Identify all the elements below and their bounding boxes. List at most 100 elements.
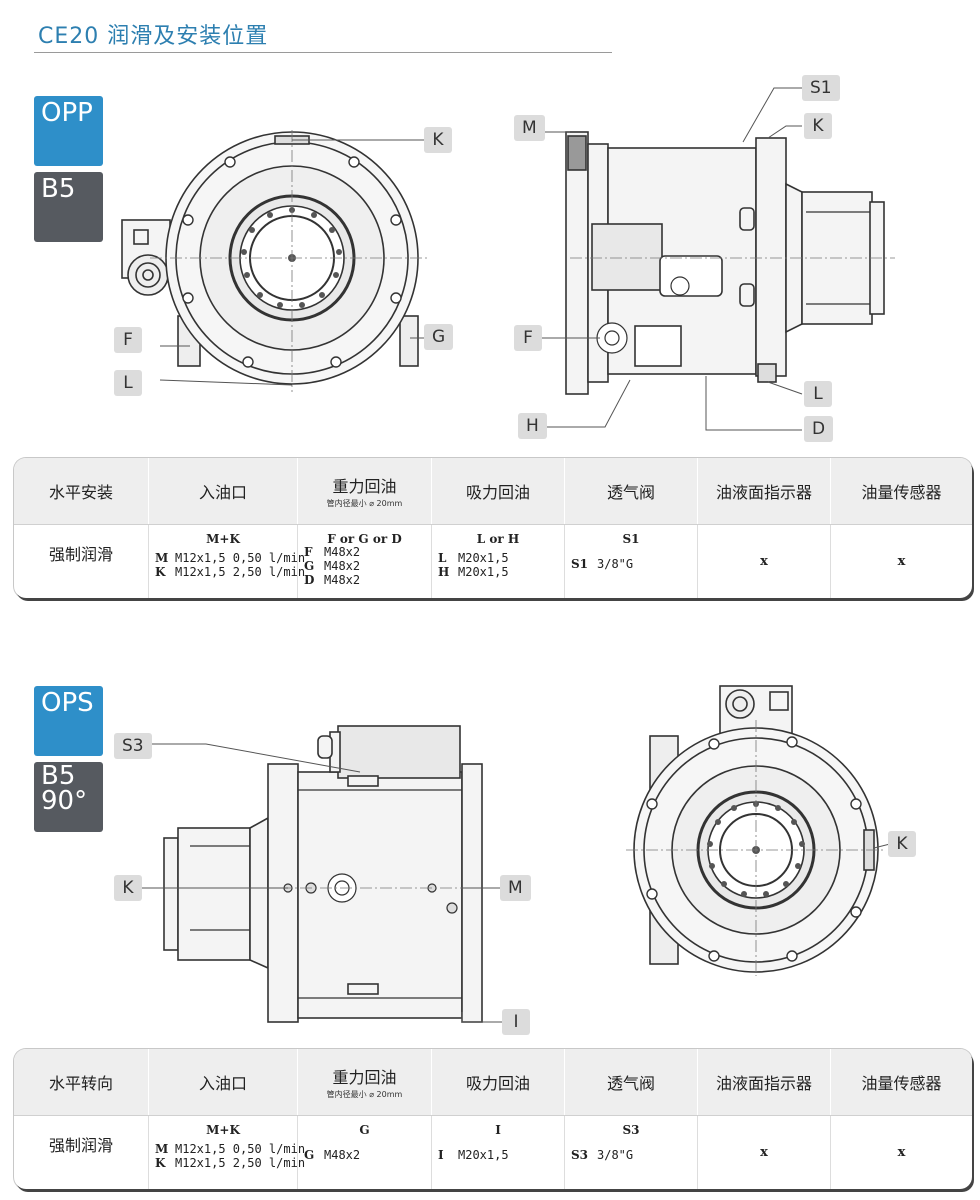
cell-gravity-return-title: G bbox=[359, 1123, 370, 1137]
spec-value: M20x1,5 bbox=[458, 565, 509, 579]
callout-d-side: D bbox=[804, 416, 834, 442]
header-suction-return: 吸力回油 bbox=[432, 1049, 565, 1115]
callout-k-side-label: K bbox=[812, 116, 824, 136]
header-vent-valve: 透气阀 bbox=[565, 1049, 698, 1115]
callout-g-front: G bbox=[424, 324, 454, 350]
badge-b5-label: B5 bbox=[41, 174, 76, 204]
header-oil-sensor: 油量传感器 bbox=[861, 1074, 942, 1093]
callout-m-side: M bbox=[514, 115, 545, 141]
callout-f-side-label: F bbox=[523, 328, 533, 348]
header-gravity-return-label: 重力回油 bbox=[332, 1068, 397, 1087]
spec-key: M bbox=[155, 1142, 169, 1156]
header-gravity-return: 重力回油 管内径最小 ⌀ 20mm bbox=[298, 458, 432, 524]
spec-value: M12x1,5 0,50 l/min bbox=[175, 551, 306, 565]
header-level-indicator: 油液面指示器 bbox=[698, 1049, 831, 1115]
cell-vent-valve: S3 S3 3/8"G bbox=[565, 1116, 698, 1189]
spec-value: 3/8"G bbox=[597, 1148, 634, 1162]
spec-line: I M20x1,5 bbox=[432, 1148, 564, 1162]
row-label-forced-lube: 强制润滑 bbox=[14, 525, 149, 598]
spec-key: S3 bbox=[571, 1148, 589, 1162]
table-header-row: 水平转向 入油口 重力回油 管内径最小 ⌀ 20mm 吸力回油 透气阀 油液面指… bbox=[14, 1049, 972, 1115]
callout-k-front2-label: K bbox=[896, 834, 908, 854]
spec-line: H M20x1,5 bbox=[432, 565, 564, 579]
callout-l-side: L bbox=[804, 381, 832, 407]
drawing-side-view-ops bbox=[138, 725, 510, 1023]
cell-suction-return-title: I bbox=[495, 1123, 501, 1137]
header-gravity-return-label: 重力回油 bbox=[332, 477, 397, 496]
callout-m-side-label: M bbox=[522, 118, 537, 138]
callout-k-front: K bbox=[424, 127, 452, 153]
spec-line: M M12x1,5 0,50 l/min bbox=[149, 1142, 305, 1156]
cell-vent-valve-title: S3 bbox=[622, 1123, 640, 1137]
spec-key: G bbox=[304, 1148, 315, 1162]
spec-key: K bbox=[155, 565, 166, 579]
check-mark: x bbox=[760, 554, 768, 569]
title-divider bbox=[34, 52, 612, 53]
header-oil-inlet: 入油口 bbox=[149, 458, 298, 524]
header-gravity-return-note: 管内径最小 ⌀ 20mm bbox=[326, 1090, 403, 1099]
cell-oil-sensor: x bbox=[831, 1116, 972, 1189]
callout-s1-side-label: S1 bbox=[810, 78, 832, 98]
spec-key: I bbox=[438, 1148, 444, 1162]
check-mark: x bbox=[897, 554, 906, 569]
callout-f-side: F bbox=[514, 325, 542, 351]
cell-vent-valve-title: S1 bbox=[622, 532, 640, 546]
header-suction-return: 吸力回油 bbox=[432, 458, 565, 524]
badge-opp: OPP bbox=[34, 96, 103, 166]
cell-suction-return: I I M20x1,5 bbox=[432, 1116, 565, 1189]
callout-k-side2-label: K bbox=[122, 878, 134, 898]
spec-value: M48x2 bbox=[324, 573, 361, 587]
table-header-row: 水平安装 入油口 重力回油 管内径最小 ⌀ 20mm 吸力回油 透气阀 油液面指… bbox=[14, 458, 972, 524]
header-level-indicator: 油液面指示器 bbox=[698, 458, 831, 524]
spec-value: 3/8"G bbox=[597, 557, 634, 571]
callout-k-front-label: K bbox=[432, 130, 444, 150]
callout-k-side: K bbox=[804, 113, 832, 139]
row-label-forced-lube: 强制润滑 bbox=[14, 1116, 149, 1189]
callout-s3-side-label: S3 bbox=[122, 736, 144, 756]
header-mounting: 水平转向 bbox=[14, 1049, 149, 1115]
spec-line: G M48x2 bbox=[298, 559, 431, 573]
badge-b5-90: B5 90° bbox=[34, 762, 103, 832]
cell-oil-inlet-title: M+K bbox=[206, 532, 240, 546]
callout-l-front: L bbox=[114, 370, 142, 396]
header-vent-valve: 透气阀 bbox=[565, 458, 698, 524]
badge-opp-label: OPP bbox=[41, 98, 93, 128]
spec-table-horizontal-turn: 水平转向 入油口 重力回油 管内径最小 ⌀ 20mm 吸力回油 透气阀 油液面指… bbox=[14, 1049, 972, 1189]
badge-b5: B5 bbox=[34, 172, 103, 242]
callout-s1-side: S1 bbox=[802, 75, 840, 101]
spec-table-horizontal-install: 水平安装 入油口 重力回油 管内径最小 ⌀ 20mm 吸力回油 透气阀 油液面指… bbox=[14, 458, 972, 598]
spec-value: M20x1,5 bbox=[458, 1148, 509, 1162]
spec-value: M48x2 bbox=[324, 559, 361, 573]
callout-l-side-label: L bbox=[813, 384, 823, 404]
badge-b5-90-line2: 90° bbox=[41, 785, 88, 816]
spec-key: H bbox=[438, 565, 450, 579]
callout-g-front-label: G bbox=[432, 327, 446, 347]
spec-key: F bbox=[304, 545, 313, 559]
spec-key: G bbox=[304, 559, 315, 573]
drawing-side-view-opp bbox=[540, 87, 895, 431]
drawing-front-view-opp bbox=[121, 130, 430, 392]
callout-k-front2: K bbox=[888, 831, 916, 857]
header-gravity-return: 重力回油 管内径最小 ⌀ 20mm bbox=[298, 1049, 432, 1115]
check-mark: x bbox=[897, 1145, 906, 1160]
spec-key: K bbox=[155, 1156, 166, 1170]
cell-suction-return-title: L or H bbox=[476, 532, 520, 546]
spec-value: M20x1,5 bbox=[458, 551, 509, 565]
header-oil-sensor: 油量传感器 bbox=[861, 483, 942, 502]
spec-value: M12x1,5 2,50 l/min bbox=[175, 565, 306, 579]
badge-b5-90-line1: B5 bbox=[41, 761, 76, 791]
spec-value: M12x1,5 0,50 l/min bbox=[175, 1142, 306, 1156]
callout-m-side2: M bbox=[500, 875, 531, 901]
callout-i-side2: I bbox=[502, 1009, 530, 1035]
